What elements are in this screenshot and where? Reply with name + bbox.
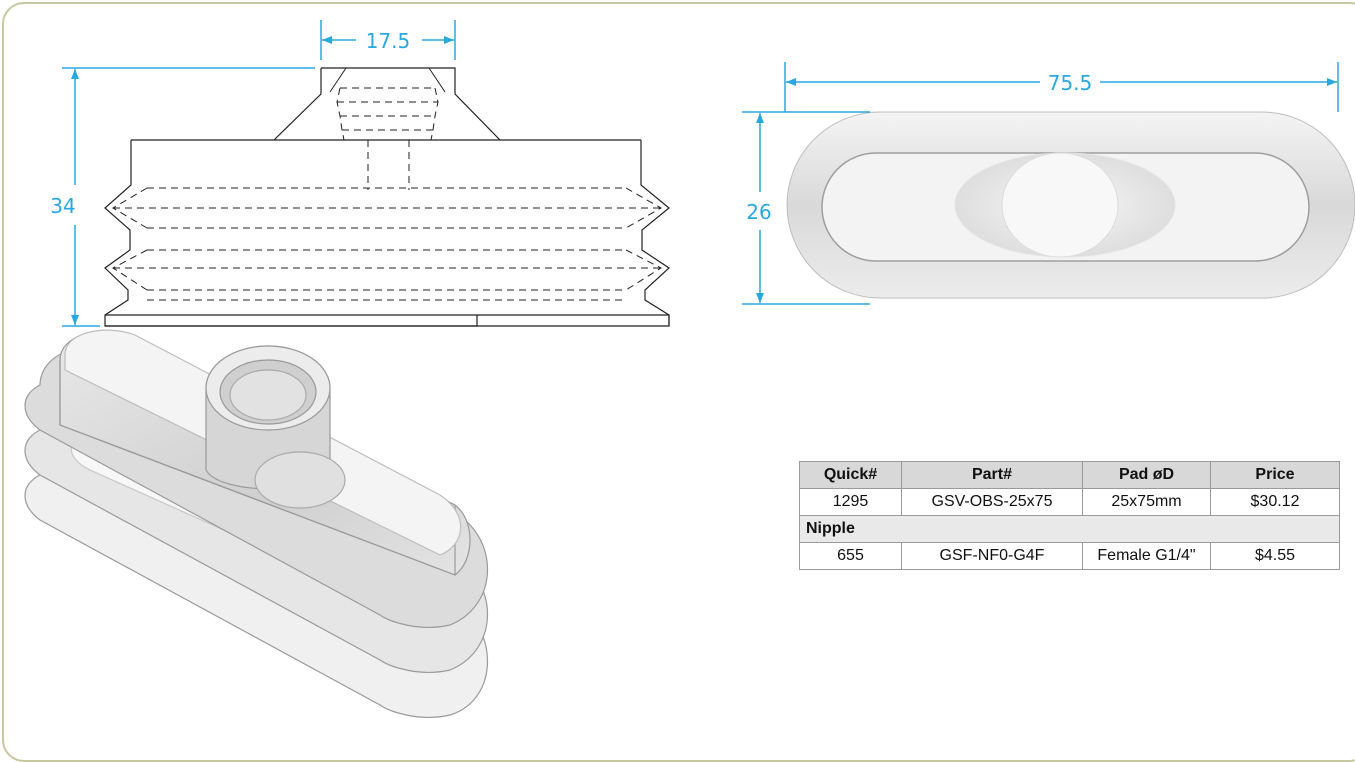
cell-price: $4.55 [1210,542,1340,570]
header-quick: Quick# [799,461,902,489]
side-view-hidden-lines [112,87,663,301]
side-view [104,67,670,327]
dimension-top-width [320,20,456,60]
cell-price: $30.12 [1210,488,1340,516]
top-view [786,111,1355,299]
table-section-row: Nipple [799,515,1340,543]
cell-pad: Female G1/4" [1082,542,1211,570]
dim-overall-height-label: 34 [50,194,75,218]
cell-part: GSF-NF0-G4F [901,542,1083,570]
cell-pad: 25x75mm [1082,488,1211,516]
table-header-row: Quick# Part# Pad øD Price [799,461,1340,489]
table-row: 655 GSF-NF0-G4F Female G1/4" $4.55 [799,542,1340,570]
header-part: Part# [901,461,1083,489]
cell-part: GSV-OBS-25x75 [901,488,1083,516]
technical-drawing: 17.5 34 75.5 26 [24,20,1355,718]
dim-top-width-label: 17.5 [366,29,411,53]
header-price: Price [1210,461,1340,489]
parts-table: Quick# Part# Pad øD Price 1295 GSV-OBS-2… [799,461,1340,570]
dim-length-label: 75.5 [1048,71,1093,95]
dimension-overall-height [62,67,315,327]
cell-quick: 1295 [799,488,902,516]
dimension-width [742,111,870,305]
dim-width-label: 26 [746,200,771,224]
cell-quick: 655 [799,542,902,570]
table-row: 1295 GSV-OBS-25x75 25x75mm $30.12 [799,488,1340,516]
section-label: Nipple [799,515,1340,543]
dimension-length [784,62,1339,112]
isometric-view [24,329,489,718]
header-pad: Pad øD [1082,461,1211,489]
